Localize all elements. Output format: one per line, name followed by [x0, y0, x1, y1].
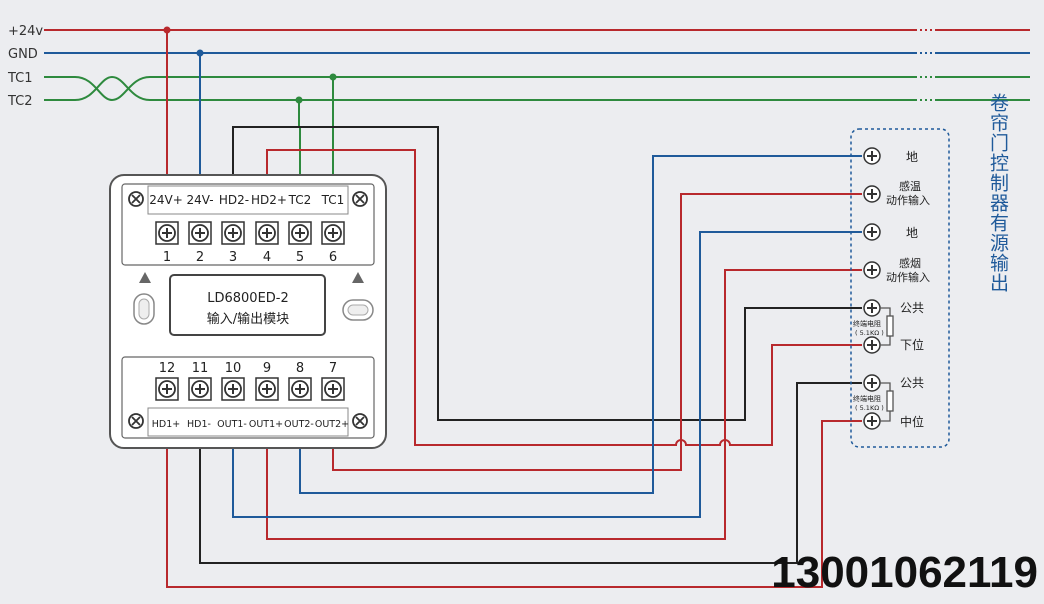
terminal-number: 9 — [263, 361, 271, 376]
controller: 地 感温 动作输入 地 感烟 动作输入 公共 下位 公共 中位 终端电阻 ( 5… — [850, 93, 1009, 448]
wire-tc2 — [298, 100, 301, 178]
terminal-number: 12 — [159, 361, 176, 376]
bus-label-tc1: TC1 — [7, 71, 33, 86]
bus-labels: +24v GND TC1 TC2 — [7, 24, 43, 109]
terminal-screw-icon — [255, 377, 279, 401]
terminal-label: HD2- — [219, 193, 249, 207]
terminal-screw-icon — [321, 221, 345, 245]
terminal-label: HD1- — [187, 419, 211, 430]
terminal-label: OUT1- — [217, 419, 247, 430]
bottom-terminal-labels: HD1+ HD1- OUT1- OUT1+ OUT2- OUT2+ — [152, 419, 349, 430]
controller-label: 中位 — [900, 414, 924, 429]
terminal-screw-icon — [155, 377, 179, 401]
terminal-number: 6 — [329, 250, 337, 265]
resistor-label: 终端电阻 — [853, 394, 881, 403]
corner-screw-icon — [128, 191, 368, 429]
controller-title: 卷帘门控制器有源输出 — [987, 93, 1009, 293]
terminal-screw-icon — [155, 221, 179, 245]
terminal-screw-icon — [255, 221, 279, 245]
terminal-label: TC1 — [321, 193, 345, 207]
resistor-value: ( 5.1KΩ ) — [855, 329, 884, 337]
module-model: LD6800ED-2 — [207, 291, 289, 306]
top-terminal-numbers: 1 2 3 4 5 6 — [163, 250, 337, 265]
wire-hd1-minus — [199, 382, 862, 564]
wire-hd2-minus — [232, 126, 862, 421]
module-subtitle: 输入/输出模块 — [207, 311, 289, 327]
bus-lines — [44, 29, 1030, 102]
terminal-number: 4 — [263, 250, 271, 265]
controller-label: 公共 — [900, 376, 924, 390]
terminal-screw-icon — [288, 377, 312, 401]
wires — [166, 30, 862, 588]
terminal-screw-icon — [221, 377, 245, 401]
wire-hd2-plus — [266, 149, 862, 446]
terminal-number: 1 — [163, 250, 171, 265]
terminal-label: TC2 — [288, 193, 312, 207]
led-indicator-icon — [352, 272, 364, 283]
bottom-terminal-screws — [155, 377, 345, 401]
terminal-number: 2 — [196, 250, 204, 265]
terminal-screw-icon — [221, 221, 245, 245]
controller-label: 动作输入 — [886, 193, 930, 207]
terminal-label: 24V- — [186, 193, 213, 207]
terminal-number: 3 — [229, 250, 237, 265]
terminal-label: OUT2- — [284, 419, 314, 430]
terminal-label: HD1+ — [152, 419, 180, 430]
resistor-label: 终端电阻 — [853, 319, 881, 328]
wire-hd1-plus — [166, 420, 862, 588]
terminal-screw-icon — [288, 221, 312, 245]
wire-out1-plus — [266, 269, 862, 540]
led-indicator-icon — [139, 272, 151, 283]
terminal-number: 5 — [296, 250, 304, 265]
terminal-label: HD2+ — [251, 193, 287, 207]
resistor-value: ( 5.1KΩ ) — [855, 404, 884, 412]
phone-number: 13001062119 — [771, 548, 1038, 597]
terminal-label: OUT2+ — [315, 419, 349, 430]
terminal-number: 10 — [225, 361, 242, 376]
module: 24V+ 24V- HD2- HD2+ TC2 TC1 1 2 3 4 5 6 … — [109, 174, 387, 449]
bus-label-tc2: TC2 — [7, 94, 33, 109]
controller-terminal-screws — [863, 147, 881, 430]
controller-label: 地 — [906, 226, 918, 240]
terminal-number: 7 — [329, 361, 337, 376]
bottom-terminal-numbers: 12 11 10 9 8 7 — [159, 361, 337, 376]
controller-label: 感烟 — [899, 256, 921, 270]
terminal-screw-icon — [863, 412, 881, 430]
terminal-screw-icon — [188, 221, 212, 245]
terminal-screw-icon — [863, 223, 881, 241]
bus-label-24v: +24v — [8, 24, 43, 39]
top-terminal-screws — [155, 221, 345, 245]
controller-box — [850, 128, 950, 448]
terminal-screw-icon — [863, 374, 881, 392]
controller-labels: 地 感温 动作输入 地 感烟 动作输入 公共 下位 公共 中位 终端电阻 ( 5… — [853, 150, 930, 429]
terminal-label: OUT1+ — [249, 419, 283, 430]
wire-out2-plus — [332, 193, 862, 471]
junction-dots — [163, 26, 337, 104]
bus-label-gnd: GND — [8, 47, 38, 62]
terminal-screw-icon — [863, 336, 881, 354]
terminal-screw-icon — [863, 185, 881, 203]
top-terminal-labels: 24V+ 24V- HD2- HD2+ TC2 TC1 — [149, 193, 344, 207]
controller-label: 下位 — [900, 337, 924, 352]
controller-label: 感温 — [899, 180, 921, 193]
terminal-screw-icon — [863, 147, 881, 165]
controller-label: 公共 — [900, 301, 924, 315]
wire-out1-minus — [232, 231, 862, 518]
terminal-screw-icon — [863, 261, 881, 279]
controller-label: 地 — [906, 150, 918, 164]
controller-label: 动作输入 — [886, 270, 930, 284]
terminal-screw-icon — [863, 299, 881, 317]
terminal-label: 24V+ — [149, 193, 183, 207]
module-label-window — [169, 274, 326, 336]
terminal-number: 11 — [192, 361, 209, 376]
wire-out2-minus — [299, 155, 862, 494]
resistor-icon — [880, 307, 894, 422]
terminal-number: 8 — [296, 361, 304, 376]
terminal-screw-icon — [188, 377, 212, 401]
terminal-screw-icon — [321, 377, 345, 401]
